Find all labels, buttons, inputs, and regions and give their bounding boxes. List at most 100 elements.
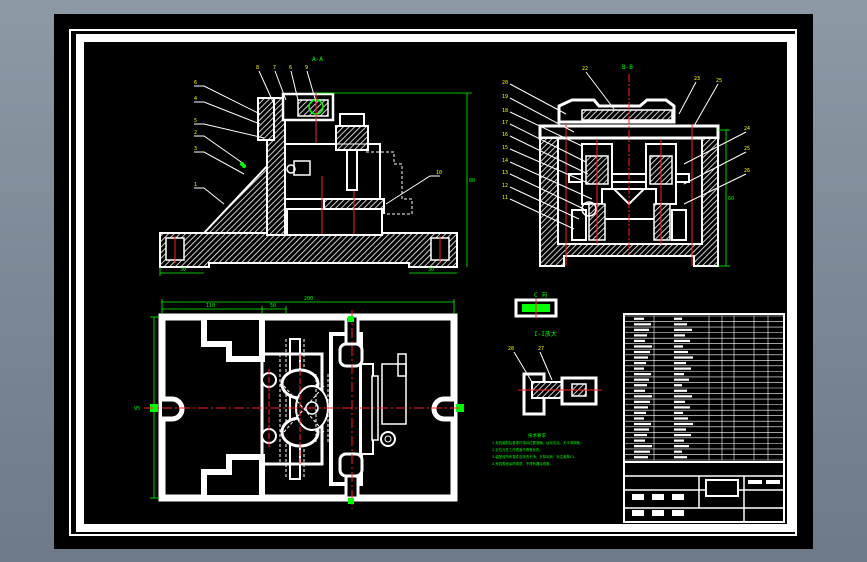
parts-list-name-mark [674,406,690,409]
parts-list-code-mark [634,384,647,387]
parts-list-name-mark [674,417,688,420]
side-section-view: B-B [502,64,750,267]
parts-list-code-mark [634,367,644,370]
parts-list-name-mark [674,378,689,381]
parts-list-code-mark [634,350,650,354]
top-dim-2: 50 [270,303,276,309]
parts-list-name-mark [674,334,685,337]
side-part-label-15: 15 [502,145,508,151]
parts-list-code-mark [634,323,651,326]
parts-list-name-mark [674,400,685,403]
parts-list-code-mark [634,395,652,398]
parts-list-name-mark [674,323,687,326]
front-part-label-6: 6 [194,80,197,86]
parts-list-name-mark [674,389,687,392]
technical-notes: 技术要求 1.夹具装配后各零件相对位置准确，运动灵活，无卡滞现象。 2.定位元件… [492,432,583,466]
parts-list-table [623,313,785,523]
front-section-title: A-A [312,56,323,63]
side-part-label-19: 19 [502,94,508,100]
notes-line-4: 4.夹具表面涂防锈漆，不得有漏涂现象。 [492,461,553,466]
parts-list-name-mark [674,328,692,331]
drawing-border [69,29,797,536]
title-block-cell-mark [766,480,780,484]
parts-list-code-mark [634,373,651,376]
front-part-label-3: 3 [194,146,197,152]
detail-c-view: C 向 [514,291,558,318]
front-part-label-9: 9 [305,65,308,71]
parts-list-code-mark [634,328,649,331]
detail-c-title: C 向 [534,291,547,299]
title-block-cell-mark [632,494,644,500]
title-block-cell-mark [632,510,644,516]
front-base-dim-right: 30 [428,267,434,273]
detail-part-label-28: 28 [508,346,514,352]
title-block-cell-mark [652,510,664,516]
parts-list-name-mark [674,361,686,365]
parts-list-name-mark [674,350,688,354]
detail-i-title: I-I放大 [534,330,557,338]
front-section-view: A-A [159,56,475,276]
parts-list-name-mark [674,456,687,459]
side-part-label-25b: 25 [744,146,750,152]
notes-line-1: 1.夹具装配后各零件相对位置准确，运动灵活，无卡滞现象。 [492,440,583,445]
parts-list-code-mark [634,356,648,359]
notes-line-2: 2.定位元件工作表面不得有划伤。 [492,447,543,452]
parts-list-name-mark [674,339,690,343]
front-base-dim-left: 30 [180,267,186,273]
side-part-label-23: 23 [694,76,700,82]
parts-list-code-mark [634,433,647,437]
parts-list-name-mark [674,428,686,431]
front-part-label-6b: 6 [289,65,292,71]
front-part-label-5: 5 [194,118,197,124]
top-width-dim: 200 [304,296,313,302]
side-part-label-16: 16 [502,132,508,138]
front-part-label-2: 2 [194,130,197,136]
parts-list-code-mark [634,439,645,442]
parts-list-code-mark [634,334,647,337]
side-part-label-25: 25 [716,78,722,84]
side-part-label-24: 24 [744,126,750,132]
parts-list-code-mark [634,417,644,420]
front-part-label-1: 1 [194,182,197,188]
detail-part-label-27: 27 [538,346,544,352]
title-block [623,461,785,523]
parts-list-code-mark [634,317,644,320]
parts-list-name-mark [674,433,691,437]
detail-i-view: I-I放大 28 27 [508,330,602,416]
parts-list-name-mark [674,450,682,453]
parts-list-name-mark [674,439,684,442]
title-block-cell-mark [672,494,684,500]
parts-list-name-mark [674,317,682,320]
side-part-label-22: 22 [582,66,588,72]
parts-list-code-mark [634,400,650,403]
parts-list-code-mark [634,406,648,409]
parts-list-code-mark [634,450,650,453]
side-part-label-18: 18 [502,108,508,114]
drawing-canvas[interactable]: A-A [54,14,813,549]
title-block-cell-mark [672,510,684,516]
parts-list-name-mark [674,384,682,387]
parts-list-code-mark [634,422,651,426]
parts-list-name-mark [674,345,683,348]
parts-list-code-mark [634,345,652,348]
top-view: 200 110 50 95 [134,296,464,509]
side-part-label-12: 12 [502,183,508,189]
side-section-title: B-B [622,64,633,71]
front-part-label-10: 10 [436,170,442,176]
parts-list-name-mark [674,373,684,376]
parts-list-code-mark [634,339,645,343]
front-rib [201,161,270,234]
notes-heading: 技术要求 [528,432,546,439]
parts-list-code-mark [634,445,652,448]
top-height-dim: 95 [134,406,140,412]
parts-list-code-mark [634,411,646,415]
parts-list-code-mark [634,428,649,431]
side-part-label-26: 26 [744,168,750,174]
side-part-label-13: 13 [502,170,508,176]
front-part-label-4: 4 [194,96,197,102]
parts-list-name-mark [674,445,689,448]
front-part-label-7: 7 [273,65,276,71]
notes-line-3: 3.装配前所有零件应清洗干净，去除毛刺，未注倒角C1。 [492,454,578,459]
parts-list-name-mark [674,411,683,415]
title-block-cell-mark [652,494,664,500]
